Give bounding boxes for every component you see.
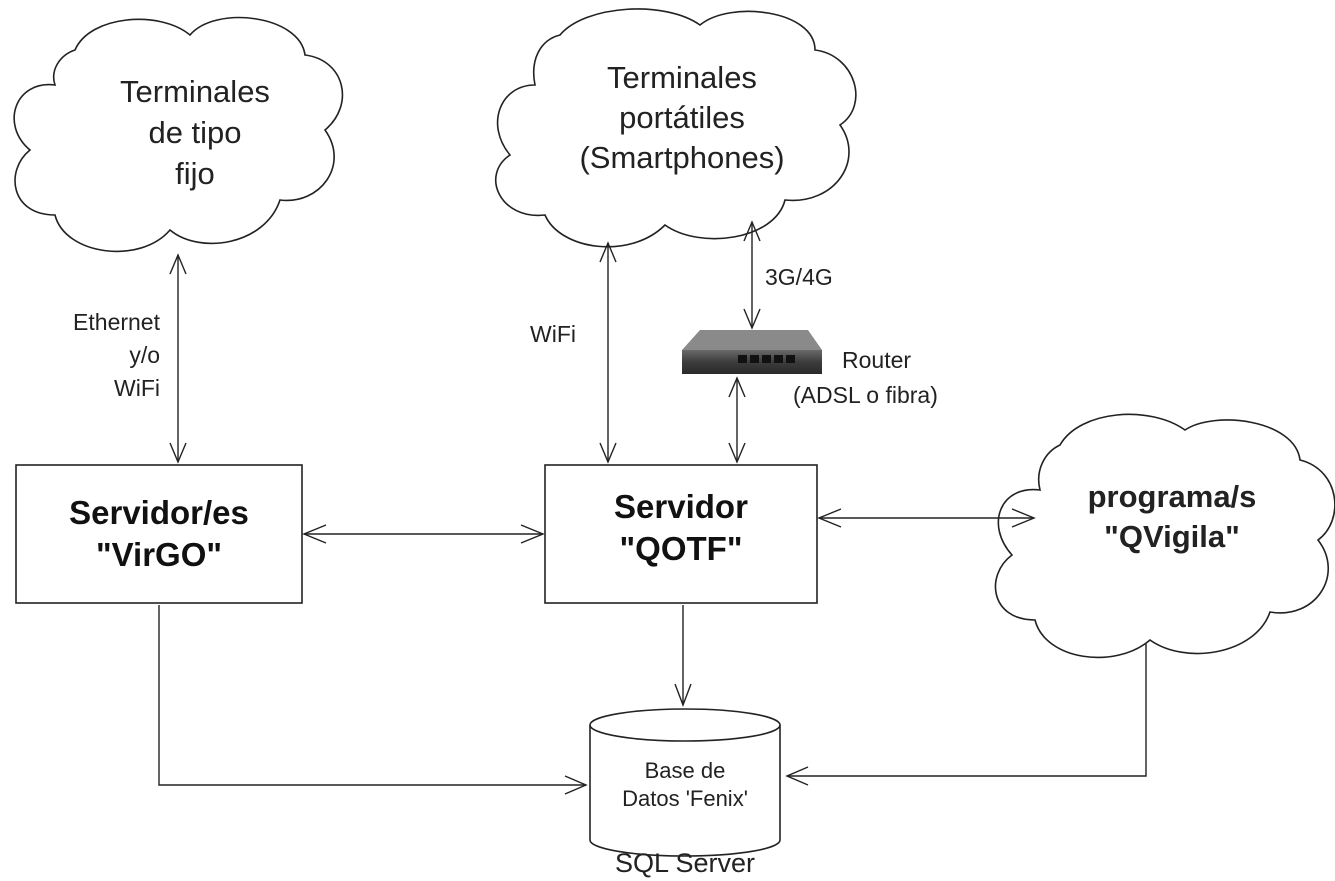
database-cylinder: Base de Datos 'Fenix' bbox=[589, 708, 781, 857]
router-label-line-1: Router bbox=[842, 347, 911, 373]
connection-router-to-qotf bbox=[728, 376, 746, 464]
box-qotf-line-1: Servidor bbox=[614, 488, 748, 525]
box-virgo-line-2: "VirGO" bbox=[96, 536, 222, 573]
ethernet-label-line-2: y/o bbox=[129, 342, 160, 368]
box-virgo-server: Servidor/es "VirGO" bbox=[15, 464, 303, 604]
cloud-fixed-terminals: Terminales de tipo fijo bbox=[13, 16, 344, 253]
cloud-qvigila-line-2: "QVigila" bbox=[1104, 519, 1240, 554]
connection-fixed-to-virgo bbox=[169, 253, 187, 464]
connection-virgo-to-database bbox=[158, 605, 588, 795]
connection-portable-to-qotf-wifi bbox=[599, 241, 617, 464]
cloud-qvigila: programa/s "QVigila" bbox=[994, 413, 1335, 659]
cloud-portable-terminals: Terminales portátiles (Smartphones) bbox=[494, 8, 857, 248]
cloud-portable-line-2: portátiles bbox=[619, 100, 745, 135]
cloud-portable-line-3: (Smartphones) bbox=[579, 140, 784, 175]
wifi-label: WiFi bbox=[530, 321, 576, 347]
cloud-portable-line-1: Terminales bbox=[607, 60, 757, 95]
ethernet-label-line-3: WiFi bbox=[114, 375, 160, 401]
cloud-fixed-line-1: Terminales bbox=[120, 74, 270, 109]
mobile-label: 3G/4G bbox=[765, 264, 833, 290]
connection-portable-to-router bbox=[743, 220, 761, 330]
cloud-qvigila-line-1: programa/s bbox=[1088, 479, 1257, 514]
database-label-line-1: Base de bbox=[645, 758, 726, 783]
connection-virgo-to-qotf bbox=[302, 524, 545, 544]
database-caption: SQL Server bbox=[615, 848, 755, 878]
ethernet-label-line-1: Ethernet bbox=[73, 309, 161, 335]
box-qotf-server: Servidor "QOTF" bbox=[544, 464, 818, 604]
box-qotf-line-2: "QOTF" bbox=[620, 530, 743, 567]
connection-qotf-to-qvigila bbox=[817, 508, 1036, 528]
database-label-line-2: Datos 'Fenix' bbox=[622, 786, 748, 811]
router-label-line-2: (ADSL o fibra) bbox=[793, 382, 938, 408]
box-virgo-line-1: Servidor/es bbox=[69, 494, 249, 531]
connection-qotf-to-database bbox=[674, 605, 692, 707]
connection-qvigila-to-database bbox=[785, 644, 1147, 786]
router-icon bbox=[682, 330, 822, 374]
cloud-fixed-line-2: de tipo bbox=[148, 115, 241, 150]
cloud-fixed-line-3: fijo bbox=[175, 156, 215, 191]
